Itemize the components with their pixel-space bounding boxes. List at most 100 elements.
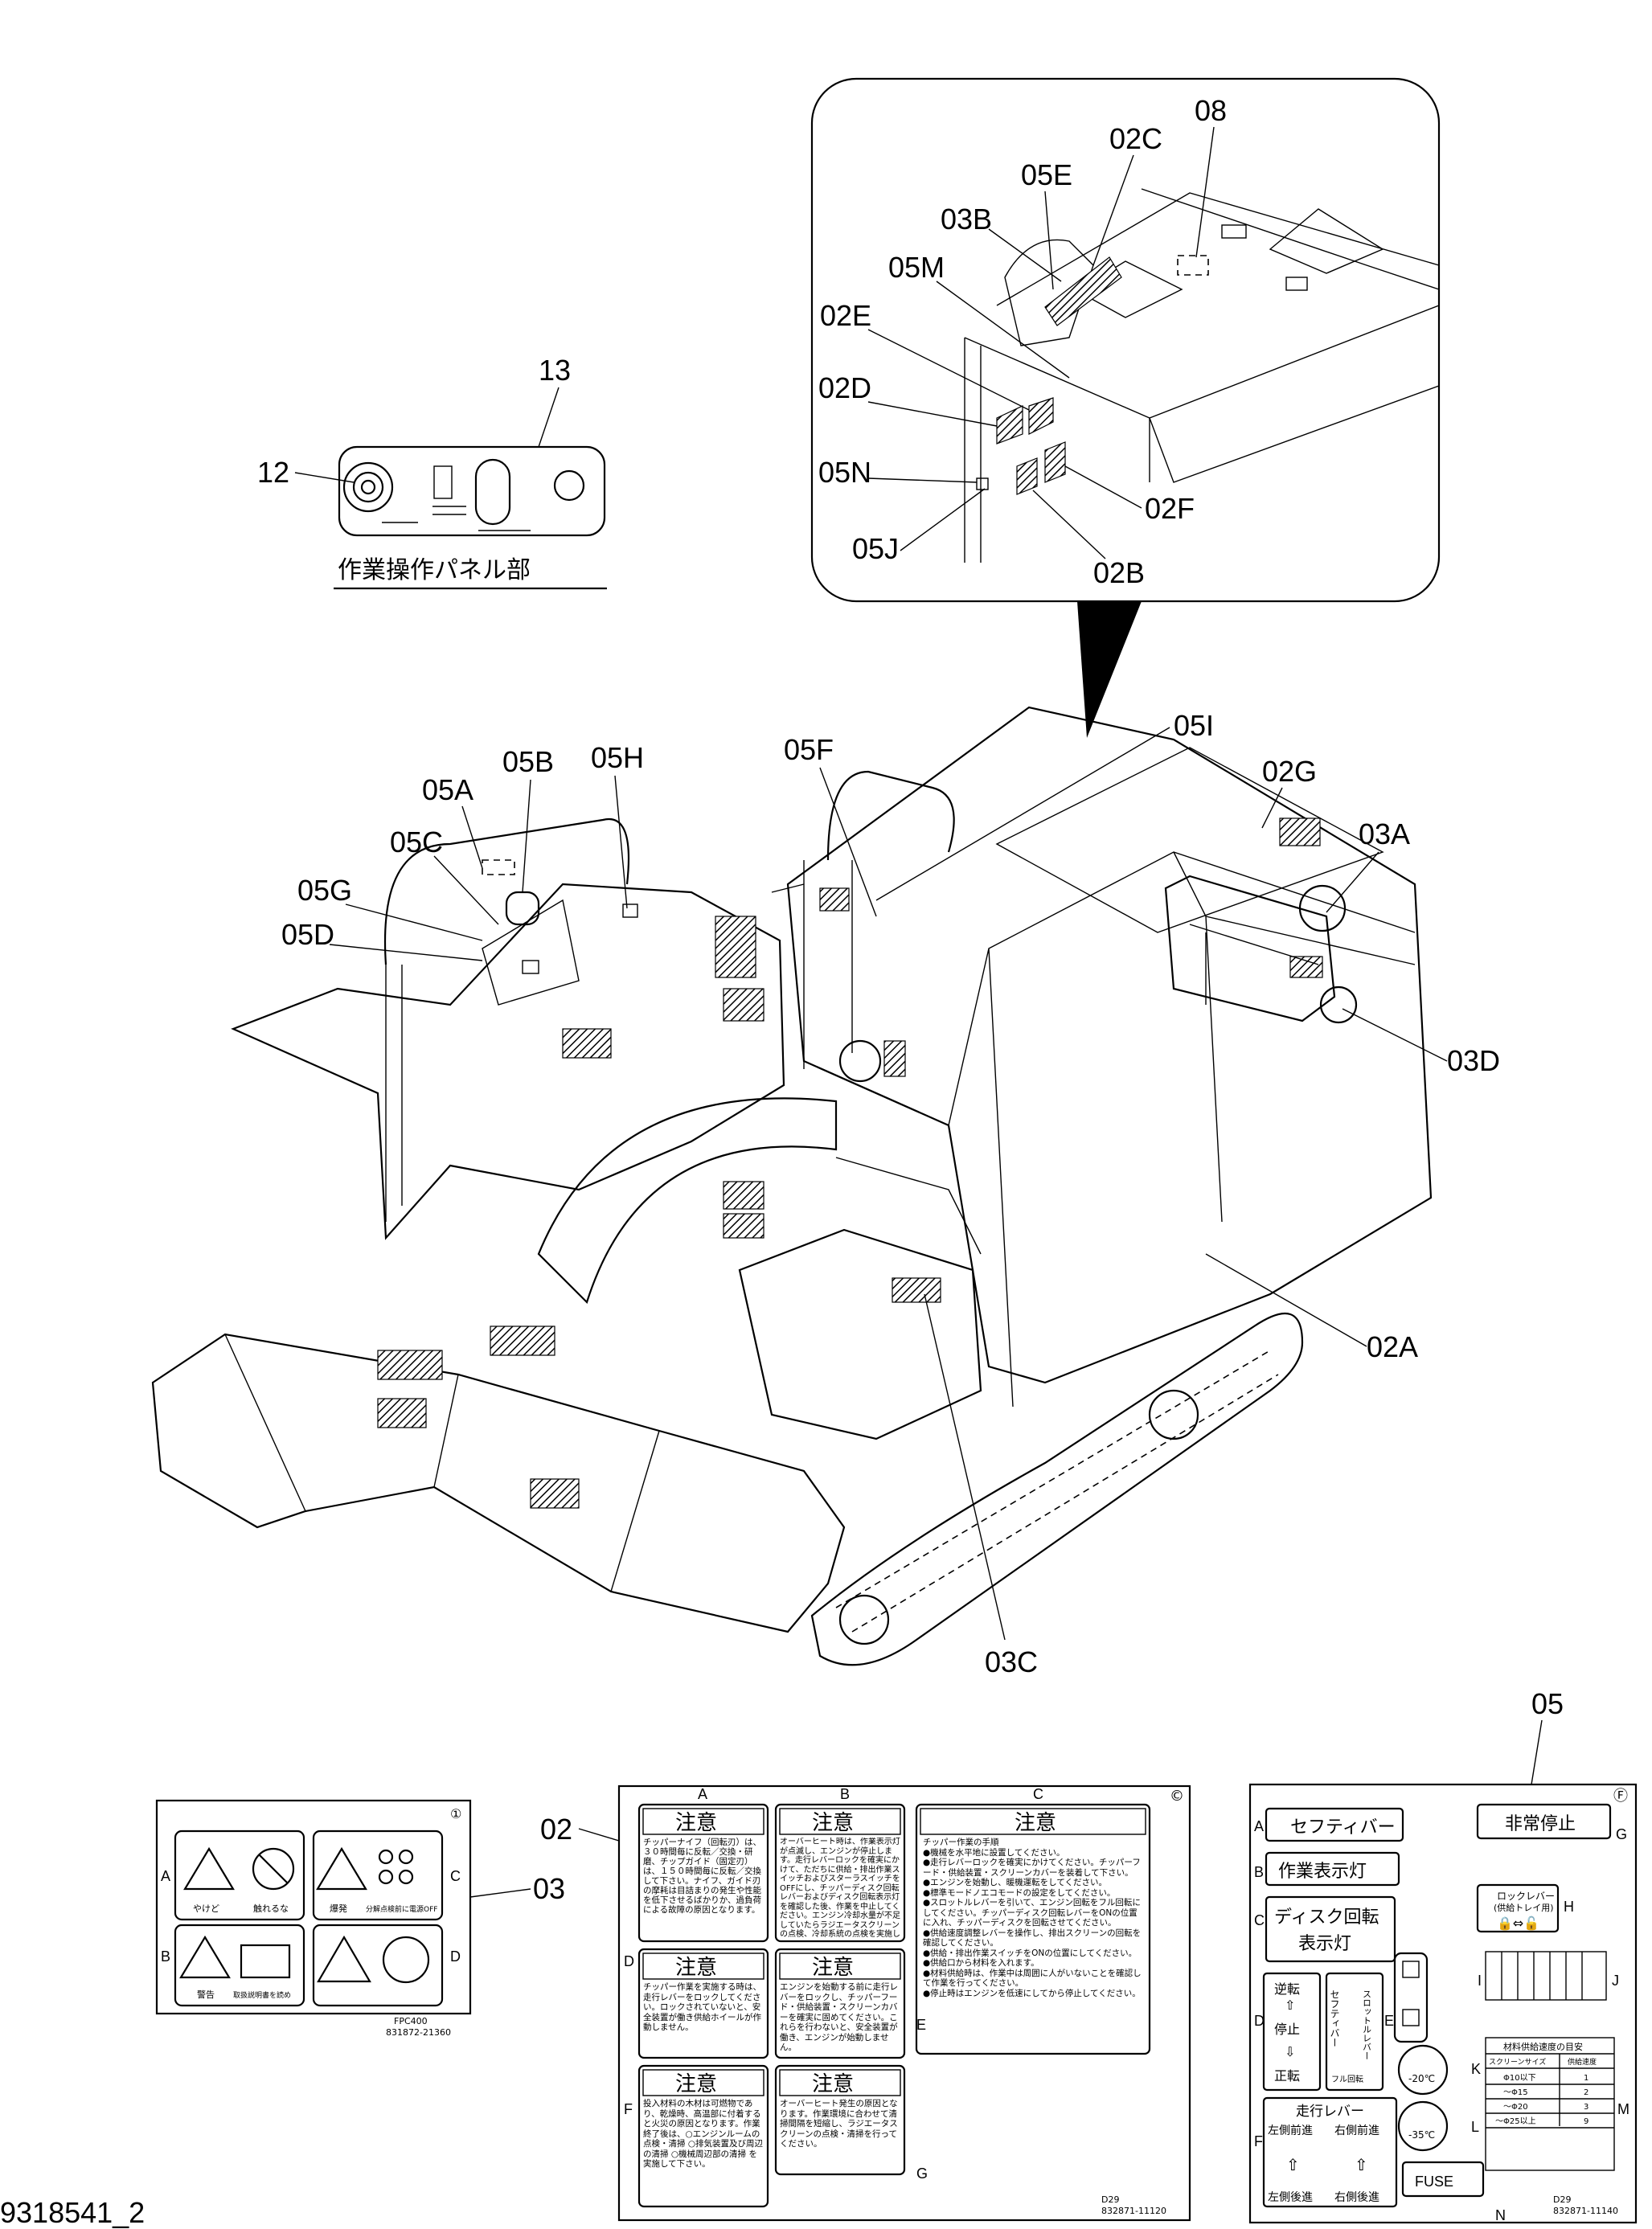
label-02-f-text: 投入材料の木材は可燃物であり、乾燥時、高温部に付着すると火災の原因となります。作…: [643, 2099, 763, 2169]
label-05-disc-lamp-1: ディスク回転: [1274, 1907, 1379, 1928]
operation-panel-detail: [338, 445, 606, 537]
label-05-forward: 逆転: [1274, 1981, 1300, 1997]
callout-05N: 05N: [818, 456, 871, 489]
panel-caption: 作業操作パネル部: [338, 556, 531, 584]
callout-13: 13: [539, 354, 571, 387]
callout-12: 12: [257, 456, 289, 489]
travel-right-icon: ⇧: [1355, 2155, 1368, 2174]
callout-03B: 03B: [941, 203, 992, 236]
callout-05G: 05G: [297, 874, 352, 907]
label-05-letter-k: K: [1471, 2061, 1481, 2077]
label-05-letter-c: C: [1254, 1912, 1265, 1928]
label-02-marker: ©: [1170, 1788, 1184, 1805]
label-05-speed-row4-rate: 9: [1584, 2117, 1588, 2126]
label-05-letter-i: I: [1478, 1973, 1482, 1989]
label-03-a-text2: 触れるな: [253, 1903, 289, 1914]
wood-chipper-machine: [151, 706, 1433, 1666]
callout-02A: 02A: [1367, 1330, 1418, 1363]
label-05-speed-row1-size: Φ10以下: [1503, 2074, 1536, 2083]
callout-05F: 05F: [784, 733, 834, 766]
callout-02: 02: [540, 1813, 572, 1846]
label-05-temp-2: -35℃: [1408, 2129, 1435, 2141]
label-02-c-text: チッパー作業の手順 ●機械を水平地に設置してください。 ●走行レバーロックを確実…: [923, 1838, 1142, 1998]
label-05-safety-bar-vertical: セフティバー: [1329, 1989, 1340, 2047]
label-02-g-text: オーバーヒート発生の原因となります。作業環境に合わせて清掃間隔を短縮し、ラジエー…: [780, 2099, 898, 2149]
callout-05B: 05B: [502, 745, 554, 778]
label-03-marker: ①: [450, 1806, 461, 1821]
callout-05C: 05C: [390, 826, 443, 858]
label-05-letter-d: D: [1254, 2013, 1265, 2029]
label-05-temp-1: -20℃: [1408, 2073, 1435, 2084]
label-05-work-lamp: 作業表示灯: [1278, 1862, 1367, 1882]
label-05-safety-bar: セフティバー: [1290, 1817, 1396, 1838]
label-02-letter-f: F: [624, 2101, 633, 2117]
callout-02F: 02F: [1145, 492, 1195, 525]
lock-arrow-icon: 🔒⇔🔓: [1497, 1916, 1539, 1931]
callout-02D: 02D: [818, 371, 871, 404]
callout-02B: 02B: [1093, 556, 1145, 589]
label-05-disc-lamp-2: 表示灯: [1298, 1934, 1351, 1954]
label-05-footer-model: D29: [1553, 2194, 1571, 2205]
label-02-f-caution: 注意: [675, 2072, 717, 2096]
label-05-left-reverse: 左側後進: [1268, 2191, 1313, 2204]
label-02-a-caution: 注意: [675, 1811, 717, 1835]
label-02-b-text: オーバーヒート時は、作業表示灯が点滅し、エンジンが停止します。走行レバーロックを…: [780, 1838, 900, 1938]
label-05-letter-j: J: [1612, 1973, 1619, 1989]
label-02-e-caution: 注意: [812, 1956, 854, 1980]
label-03-b-text2: 取扱説明書を読め: [233, 1990, 291, 2000]
label-02-d-text: チッパー作業を実施する時は、走行レバーをロックしてください。ロックされていないと…: [643, 1982, 761, 2032]
label-05-reverse: 正転: [1274, 2068, 1300, 2084]
label-05-letter-e: E: [1384, 2013, 1394, 2029]
callout-05A: 05A: [422, 773, 473, 806]
label-05-speed-row4-size: ～Φ25以上: [1495, 2116, 1536, 2126]
label-03-sheet: ① A B C D やけど 触れるな 爆発 分解点検前に電源OFF 警告 取扱説…: [155, 1799, 472, 2038]
drawing-number: 9318541_2: [0, 2196, 145, 2229]
callout-02G: 02G: [1262, 755, 1317, 788]
label-05-right-reverse: 右側後進: [1334, 2191, 1379, 2204]
label-02-a-text: チッパーナイフ（回転刃）は、３０時間毎に反転／交換・研磨、チップガイド（固定刃）…: [643, 1838, 761, 1915]
callout-03C: 03C: [985, 1645, 1038, 1678]
label-03-footer-code: 831872-21360: [386, 2027, 451, 2038]
label-05-sheet: Ⓕ A B C D E F G H I J K L M N セフティバー 非常停…: [1248, 1783, 1638, 2224]
label-05-letter-m: M: [1617, 2101, 1629, 2117]
label-05-travel-lever: 走行レバー: [1296, 2104, 1364, 2120]
label-03-footer-model: FPC400: [394, 2016, 428, 2026]
label-03-b-text1: 警告: [197, 1989, 215, 2000]
travel-left-icon: ⇧: [1286, 2155, 1300, 2174]
callout-02E: 02E: [820, 299, 871, 332]
label-05-speed-row3-size: ～Φ20: [1503, 2103, 1528, 2112]
label-05-full: フル回転: [1331, 2075, 1363, 2084]
label-03-a-text1: やけど: [193, 1903, 219, 1914]
callout-08: 08: [1195, 94, 1227, 127]
callout-05H: 05H: [591, 741, 644, 774]
label-05-marker: Ⓕ: [1613, 1788, 1628, 1805]
callout-03: 03: [533, 1872, 565, 1905]
callout-05: 05: [1531, 1687, 1564, 1720]
label-03-letter-a: A: [161, 1868, 170, 1884]
label-05-lock-lever-sub: (供給トレイ用): [1494, 1902, 1554, 1913]
label-03-letter-b: B: [161, 1948, 170, 1965]
label-05-left-forward: 左側前進: [1268, 2124, 1313, 2137]
callout-05I: 05I: [1174, 709, 1214, 742]
label-02-g-caution: 注意: [812, 2072, 854, 2096]
label-02-footer-code: 832871-11120: [1101, 2206, 1166, 2216]
label-05-emergency-stop: 非常停止: [1505, 1814, 1576, 1834]
panel-caption-group: 作業操作パネル部: [334, 556, 607, 590]
label-03-letter-d: D: [450, 1948, 461, 1965]
label-03-letter-c: C: [450, 1868, 461, 1884]
label-02-b-caution: 注意: [812, 1811, 854, 1835]
callout-05J: 05J: [852, 532, 899, 565]
callout-05M: 05M: [888, 251, 945, 284]
label-03-c-text1: 爆発: [330, 1903, 347, 1914]
label-05-letter-l: L: [1471, 2119, 1479, 2135]
label-05-speed-row2-rate: 2: [1584, 2088, 1588, 2097]
label-02-letter-e: E: [916, 2017, 926, 2033]
label-02-d-caution: 注意: [675, 1956, 717, 1980]
label-02-e-text: エンジンを始動する前に走行レバーをロックし、チッパーフード・供給装置・スクリーン…: [780, 1982, 898, 2052]
callout-05E: 05E: [1021, 158, 1072, 191]
label-05-fuse: FUSE: [1415, 2174, 1453, 2190]
label-05-letter-h: H: [1564, 1899, 1574, 1915]
label-02-letter-c: C: [1033, 1786, 1043, 1802]
label-05-speed-row2-size: ～Φ15: [1503, 2088, 1528, 2097]
label-05-letter-n: N: [1495, 2207, 1506, 2223]
